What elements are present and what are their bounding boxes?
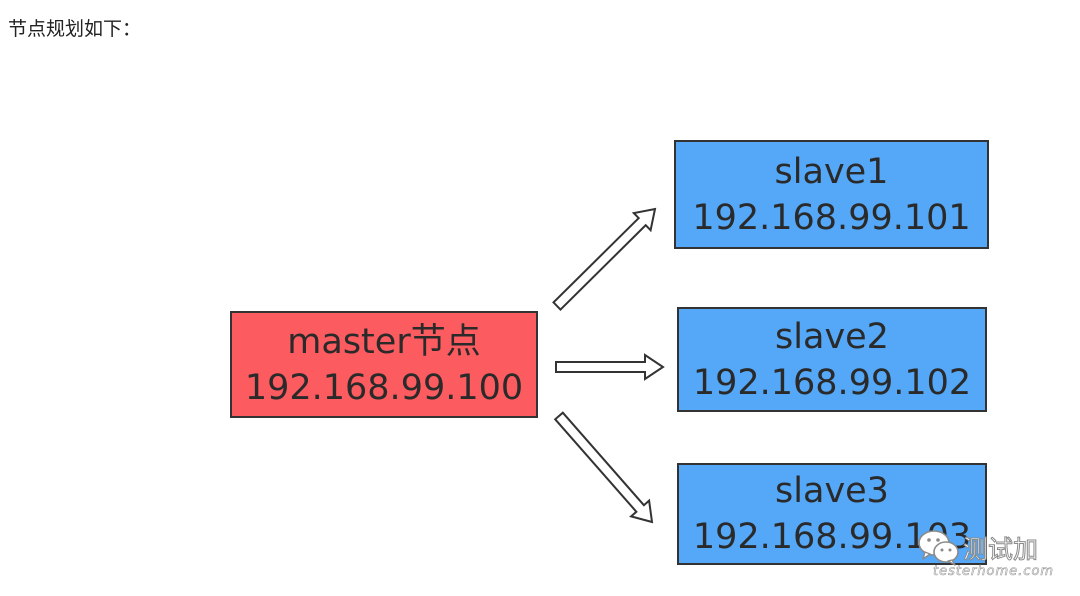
slave-node-3-name: slave3 (775, 471, 889, 511)
wechat-icon (918, 530, 959, 566)
arrow-to-slave3 (553, 411, 654, 524)
intro-text: 节点规划如下： (8, 18, 142, 40)
slave-node-2: slave2 192.168.99.102 (677, 307, 987, 412)
watermark-domain: testerhome.com (933, 564, 1055, 580)
arrow-to-slave1 (552, 207, 657, 312)
slave-node-2-ip: 192.168.99.102 (692, 362, 972, 403)
watermark-name: 测试加 (962, 535, 1039, 565)
slave-node-1: slave1 192.168.99.101 (674, 140, 989, 249)
slave-node-1-ip: 192.168.99.101 (692, 197, 971, 238)
master-node: master节点 192.168.99.100 (230, 311, 538, 418)
slave-node-2-name: slave2 (775, 316, 889, 357)
watermark: 测试加 testerhome.com (917, 528, 1077, 588)
slave-node-1-name: slave1 (774, 151, 889, 192)
arrow-to-slave2 (555, 353, 665, 381)
master-node-name: master节点 (287, 321, 481, 362)
master-node-ip: 192.168.99.100 (244, 367, 524, 408)
